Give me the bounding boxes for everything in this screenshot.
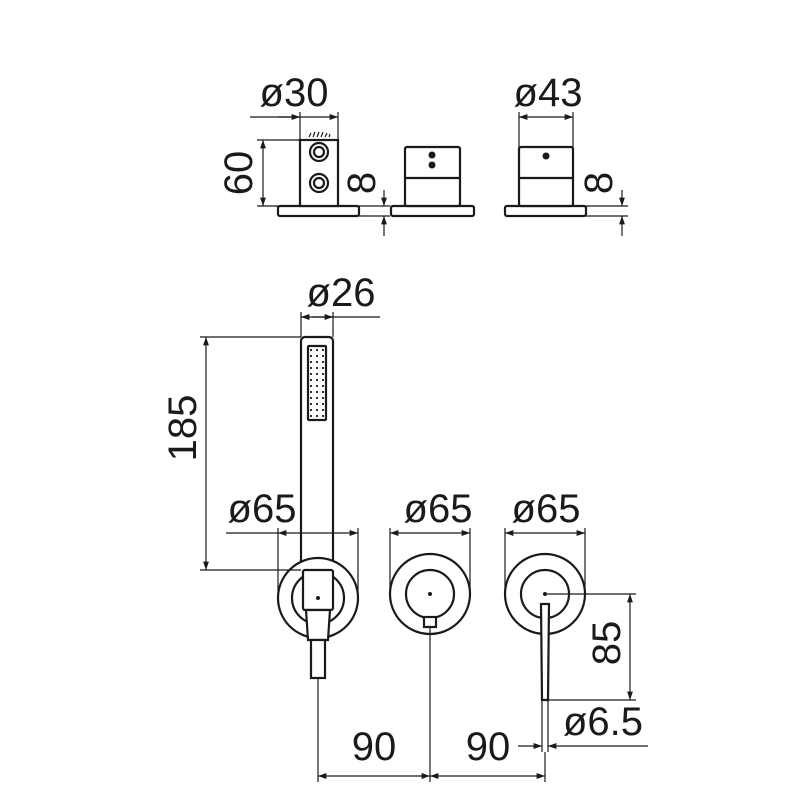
nozzle-dot <box>315 360 319 364</box>
nozzle-dot <box>315 372 319 376</box>
label-top-left-depth: 8 <box>340 172 384 194</box>
label-top-left-height: 60 <box>217 151 261 196</box>
nozzle-dot <box>321 414 325 418</box>
dimension-plate-left-diameter: ø65 <box>226 487 359 594</box>
nozzle-dot <box>321 360 325 364</box>
label-spacing-right: 90 <box>466 725 511 769</box>
dimension-plate-middle-diameter: ø65 <box>389 487 473 594</box>
nozzle-dot <box>321 348 325 352</box>
dimension-top-left-depth: 8 <box>340 172 390 236</box>
nozzle-grid <box>309 348 325 418</box>
nozzle-dot <box>315 402 319 406</box>
dimension-spacing: 90 90 <box>317 628 546 782</box>
nozzle-dot <box>321 390 325 394</box>
dimension-lever-length: 85 <box>547 593 636 701</box>
dimension-hand-shower-diameter: ø26 <box>300 271 380 337</box>
nozzle-dot <box>309 396 313 400</box>
label-lever-length: 85 <box>585 621 629 666</box>
nozzle-dot <box>315 390 319 394</box>
nozzle-dot <box>309 414 313 418</box>
dimension-top-left-diameter: ø30 <box>250 71 339 140</box>
hand-shower <box>299 335 335 572</box>
nozzle-dot <box>309 390 313 394</box>
nozzle-dot <box>315 396 319 400</box>
nozzle-dot <box>321 402 325 406</box>
nozzle-dot <box>315 408 319 412</box>
nozzle-dot <box>315 414 319 418</box>
nozzle-dot <box>321 354 325 358</box>
nozzle-dot <box>321 366 325 370</box>
nozzle-dot <box>321 408 325 412</box>
label-top-left-diameter: ø30 <box>260 71 329 115</box>
label-plate-middle-diameter: ø65 <box>404 487 473 531</box>
nozzle-dot <box>309 378 313 382</box>
nozzle-dot <box>315 366 319 370</box>
nozzle-dot <box>321 396 325 400</box>
wall-plate-middle <box>388 552 472 636</box>
wall-plate-left <box>276 556 360 680</box>
dimension-top-right-depth: 8 <box>577 172 628 236</box>
label-plate-left-diameter: ø65 <box>228 487 297 531</box>
nozzle-dot <box>315 354 319 358</box>
top-right-component <box>503 145 588 218</box>
dimension-hand-shower-length: 185 <box>161 336 301 571</box>
nozzle-dot <box>309 372 313 376</box>
top-left-component <box>276 131 361 218</box>
nozzle-dot <box>309 408 313 412</box>
label-top-right-depth: 8 <box>577 172 621 194</box>
dimension-plate-right-diameter: ø65 <box>504 487 586 594</box>
label-lever-diameter: ø6.5 <box>563 700 643 744</box>
dimension-lever-diameter: ø6.5 <box>518 700 648 752</box>
nozzle-dot <box>315 348 319 352</box>
nozzle-dot <box>309 384 313 388</box>
label-hand-shower-length: 185 <box>161 395 205 462</box>
nozzle-dot <box>321 372 325 376</box>
wall-plate-right <box>503 552 587 702</box>
label-top-right-diameter: ø43 <box>514 71 583 115</box>
nozzle-dot <box>315 378 319 382</box>
label-plate-right-diameter: ø65 <box>512 487 581 531</box>
nozzle-dot <box>309 354 313 358</box>
label-hand-shower-diameter: ø26 <box>307 271 376 315</box>
nozzle-dot <box>321 378 325 382</box>
label-spacing-left: 90 <box>352 725 397 769</box>
nozzle-dot <box>309 402 313 406</box>
top-middle-component <box>389 145 476 218</box>
nozzle-dot <box>309 348 313 352</box>
nozzle-dot <box>315 384 319 388</box>
dimension-top-right-diameter: ø43 <box>514 71 583 147</box>
nozzle-dot <box>309 360 313 364</box>
nozzle-dot <box>321 384 325 388</box>
nozzle-dot <box>309 366 313 370</box>
dimension-top-left-height: 60 <box>217 139 300 207</box>
